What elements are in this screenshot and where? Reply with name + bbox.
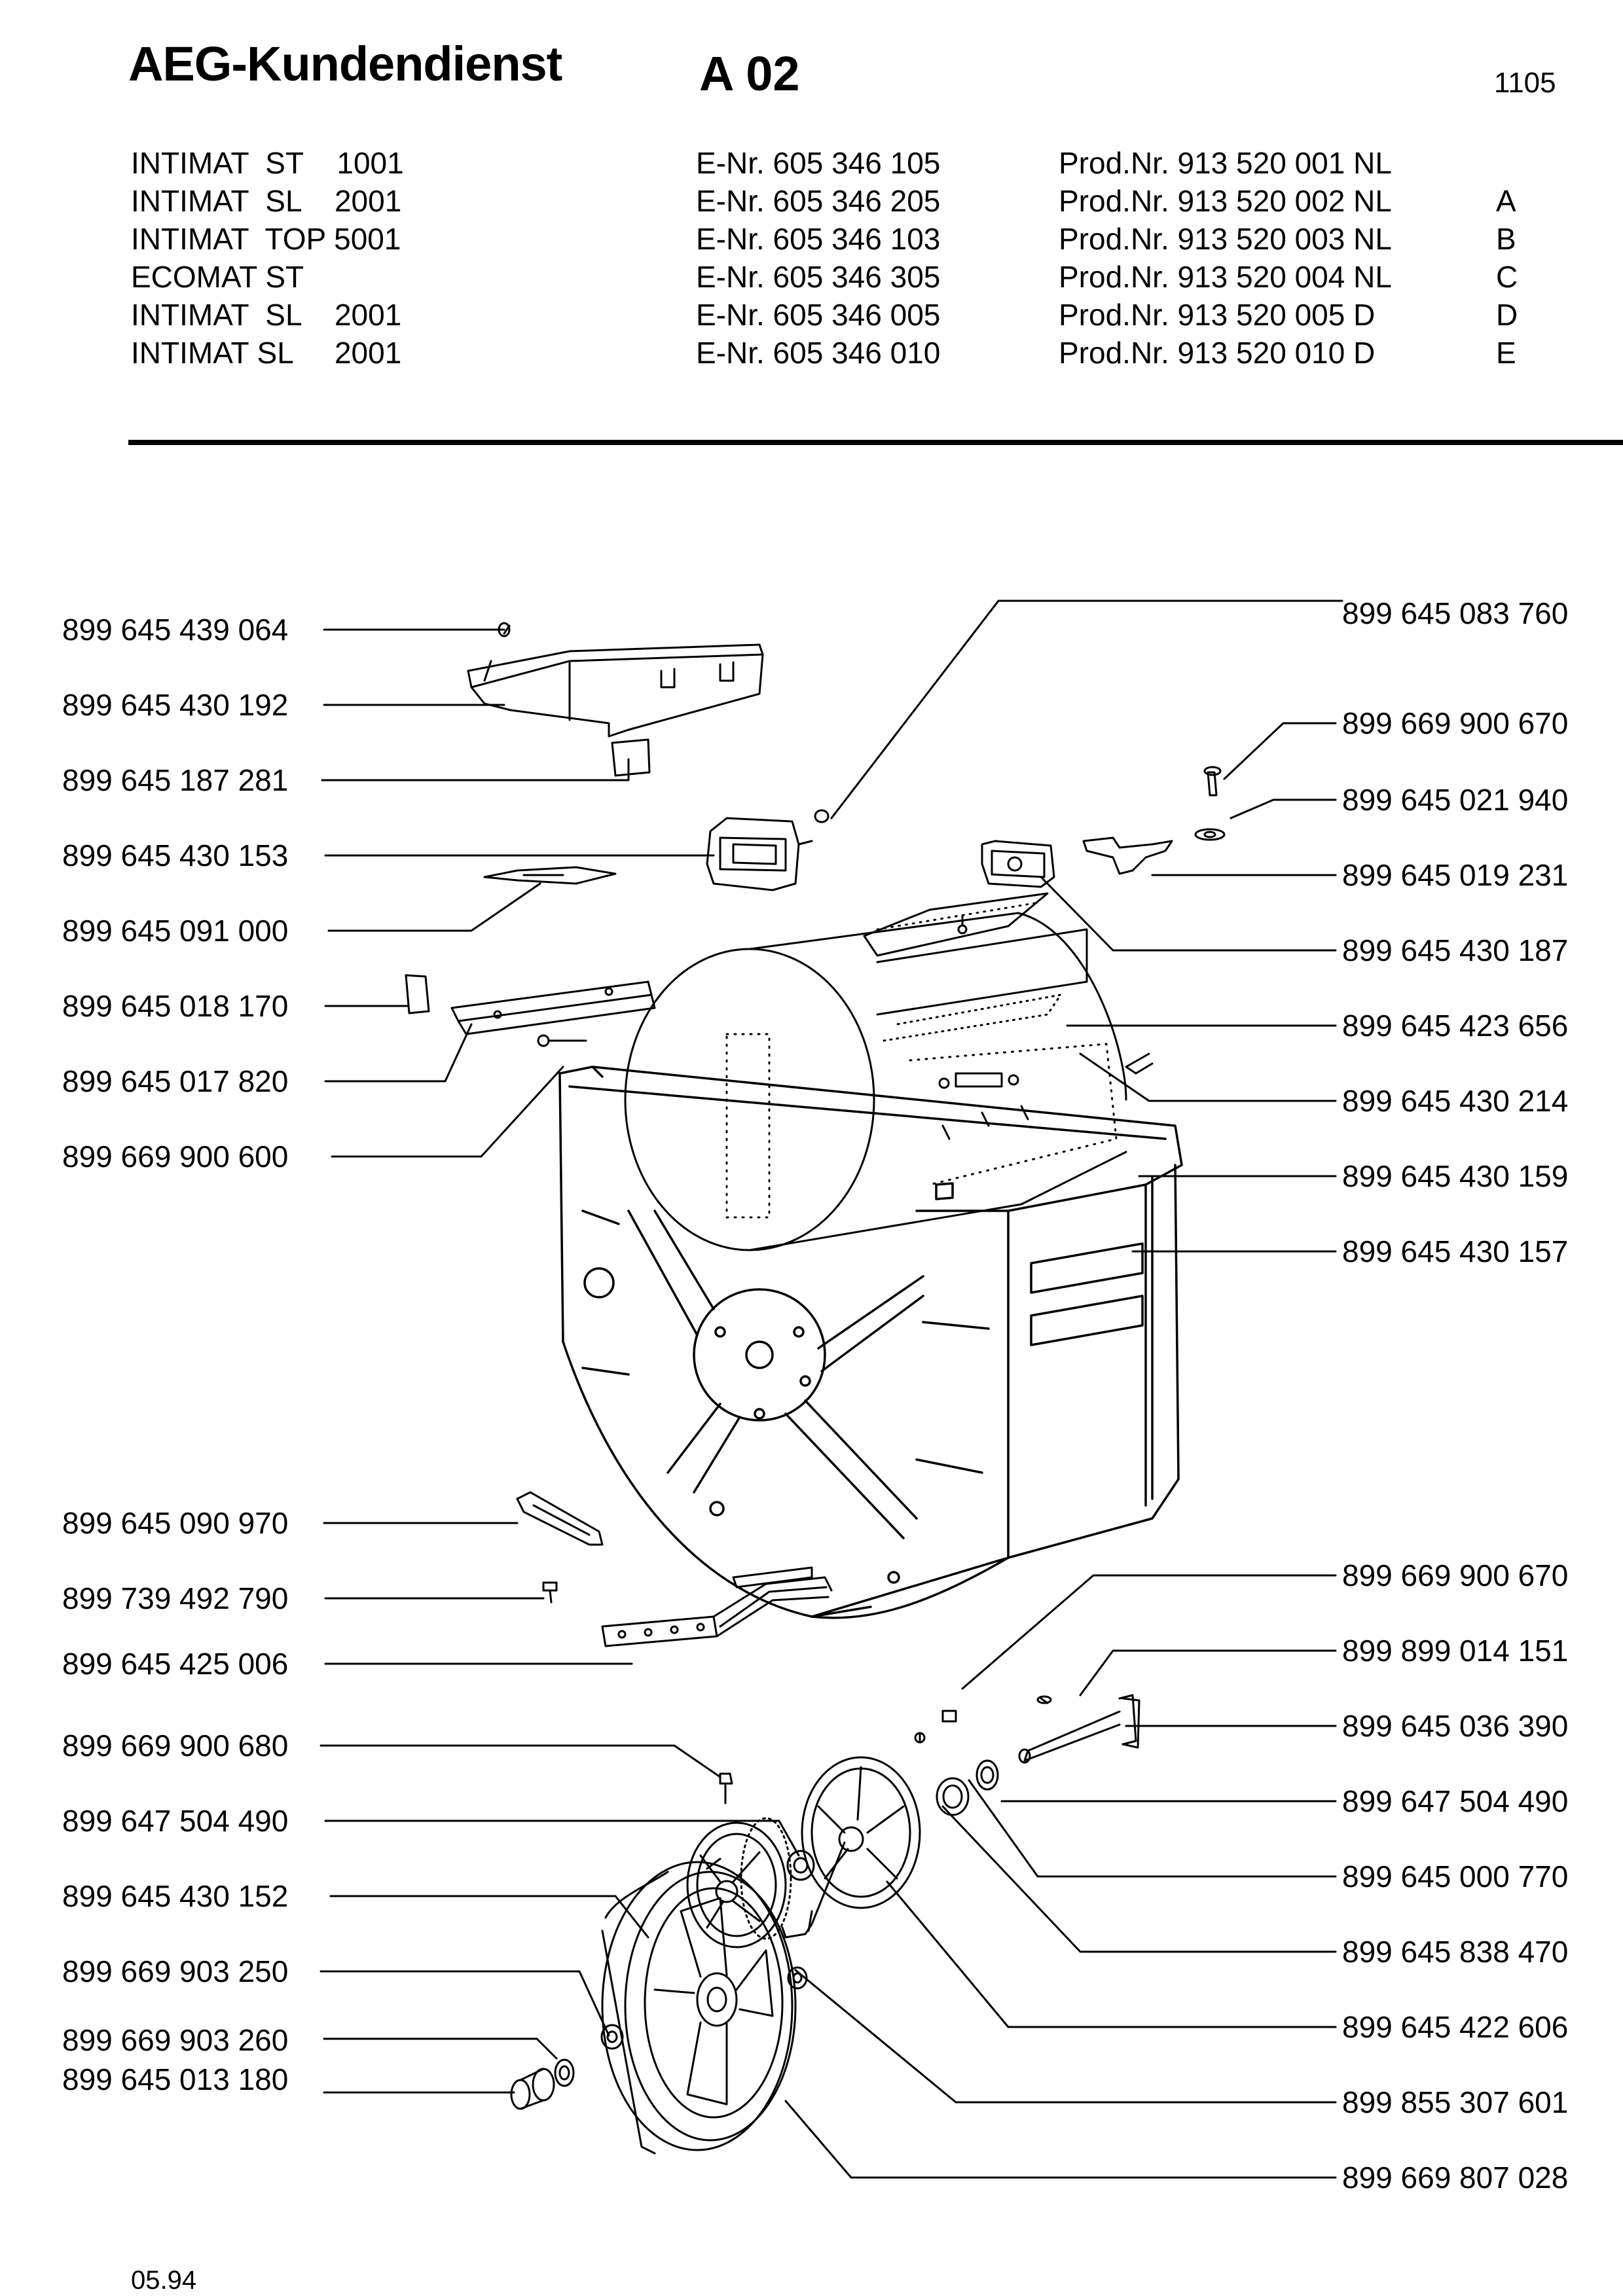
prod-number: Prod.Nr. 913 520 005 D: [1059, 298, 1376, 332]
bearing-screw: [719, 1710, 957, 1804]
hinge-plate: [516, 1491, 604, 1546]
service-title: AEG-Kundendienst: [128, 37, 562, 91]
door-lock-housing: [706, 809, 830, 891]
model-name: INTIMAT SL 2001: [131, 336, 402, 370]
door-hook-parts: [981, 766, 1226, 888]
variant-letter: E: [1496, 336, 1516, 370]
part-number-label: 899 855 307 601: [1342, 2085, 1569, 2119]
header-divider: [128, 440, 1623, 445]
part-number-label: 899 645 091 000: [62, 914, 289, 948]
motor-pulley: [686, 1817, 792, 1948]
prod-number: Prod.Nr. 913 520 003 NL: [1059, 222, 1392, 256]
e-number: E-Nr. 605 346 205: [696, 184, 941, 218]
drum-tub: [558, 1066, 1183, 1619]
e-number: E-Nr. 605 346 010: [696, 336, 941, 370]
part-number-label: 899 645 430 187: [1342, 933, 1569, 967]
part-number-label: 899 645 430 159: [1342, 1159, 1569, 1193]
part-number-label: 899 669 903 250: [62, 1954, 289, 1988]
part-number-label: 899 645 187 281: [62, 763, 289, 797]
e-number: E-Nr. 605 346 305: [696, 260, 941, 294]
inner-drum: [624, 892, 1127, 1251]
part-number-label: 899 645 013 180: [62, 2062, 289, 2096]
part-number-label: 899 669 900 670: [1342, 706, 1569, 740]
part-number-label: 899 899 014 151: [1342, 1634, 1569, 1668]
variant-letter: A: [1496, 184, 1516, 218]
part-number-label: 899 645 439 064: [62, 613, 289, 647]
e-number: E-Nr. 605 346 105: [696, 146, 941, 180]
leader-lines-left: [319, 628, 800, 2094]
part-number-label: 899 645 430 214: [1342, 1084, 1569, 1118]
part-number-label: 899 645 838 470: [1342, 1935, 1569, 1969]
part-number-label: 899 647 504 490: [62, 1804, 289, 1838]
part-number-label: 899 739 492 790: [62, 1581, 289, 1615]
diagram-code: A 02: [699, 46, 800, 101]
part-number-label: 899 645 425 006: [62, 1647, 289, 1681]
part-number-label: 899 669 903 260: [62, 2023, 289, 2057]
latch-lever: [483, 866, 617, 885]
part-number-label: 899 645 018 170: [62, 989, 289, 1023]
hinge-rail: [405, 974, 656, 1047]
variant-letter: B: [1496, 222, 1516, 256]
part-number-label: 899 645 430 192: [62, 688, 289, 722]
part-number-label: 899 645 000 770: [1342, 1859, 1569, 1893]
drum-pulley: [601, 1857, 797, 2155]
leader-lines-right: [784, 600, 1343, 2179]
part-number-label: 899 645 422 606: [1342, 2010, 1569, 2044]
seal-rings: [600, 1759, 999, 2050]
model-name: INTIMAT ST 1001: [131, 146, 404, 180]
variant-letter: D: [1496, 298, 1518, 332]
heating-element: [601, 1566, 833, 1647]
part-number-label: 899 645 017 820: [62, 1064, 289, 1098]
variant-letter: C: [1496, 260, 1518, 294]
model-name: INTIMAT SL 2001: [131, 184, 402, 218]
e-number: E-Nr. 605 346 005: [696, 298, 941, 332]
part-number-label: 899 645 430 157: [1342, 1234, 1569, 1268]
part-number-label: 899 669 900 600: [62, 1139, 289, 1174]
clip: [611, 738, 651, 777]
part-number-label: 899 645 430 153: [62, 838, 289, 872]
model-name: INTIMAT SL 2001: [131, 298, 402, 332]
prod-number: Prod.Nr. 913 520 001 NL: [1059, 146, 1392, 180]
part-number-label: 899 645 430 152: [62, 1879, 289, 1913]
door-flap: [1125, 1052, 1154, 1075]
screw: [542, 1581, 558, 1604]
e-number: E-Nr. 605 346 103: [696, 222, 941, 256]
part-number-label: 899 645 090 970: [62, 1506, 289, 1540]
part-number-label: 899 645 019 231: [1342, 858, 1569, 892]
bushing: [510, 2058, 575, 2110]
part-number-label: 899 647 504 490: [1342, 1784, 1569, 1818]
screw: [493, 622, 511, 637]
prod-number: Prod.Nr. 913 520 004 NL: [1059, 260, 1392, 294]
drive-shaft: [1018, 1694, 1140, 1764]
part-number-label: 899 669 900 670: [1342, 1558, 1569, 1592]
part-number-label: 899 669 807 028: [1342, 2161, 1569, 2195]
part-number-label: 899 645 036 390: [1342, 1709, 1569, 1743]
prod-number: Prod.Nr. 913 520 010 D: [1059, 336, 1376, 370]
prod-number: Prod.Nr. 913 520 002 NL: [1059, 184, 1392, 218]
model-name: INTIMAT TOP 5001: [131, 222, 401, 256]
part-number-label: 899 645 021 940: [1342, 783, 1569, 817]
drum-spider: [781, 1756, 921, 1939]
issue-date: 05.94: [131, 2266, 197, 2295]
part-number-label: 899 645 083 760: [1342, 596, 1569, 630]
top-mounting-bracket: [467, 643, 764, 738]
part-number-label: 899 645 423 656: [1342, 1009, 1569, 1043]
page-number: 1105: [1494, 67, 1556, 99]
part-number-label: 899 669 900 680: [62, 1729, 289, 1763]
model-name: ECOMAT ST: [131, 260, 304, 294]
